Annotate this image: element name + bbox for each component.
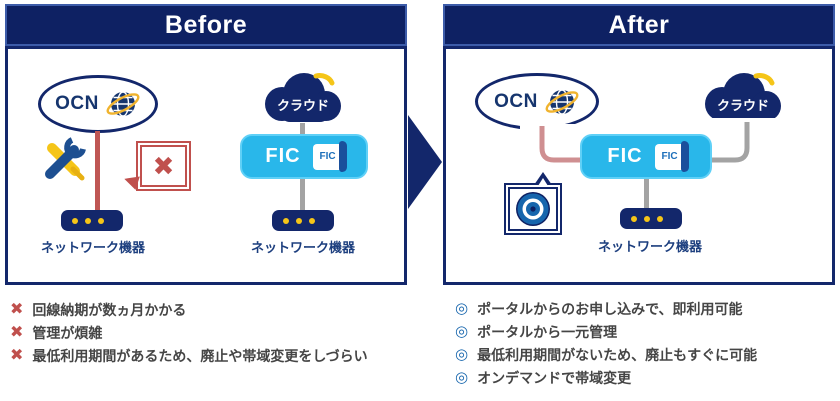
ocn-label: OCN xyxy=(494,90,538,112)
x-mark-icon: ✖ xyxy=(10,324,24,341)
ocn-label: OCN xyxy=(55,93,99,114)
fic-document-icon: FIC xyxy=(312,140,347,172)
device-led xyxy=(283,217,289,224)
error-bubble: ✖ xyxy=(122,141,191,191)
network-device xyxy=(620,208,682,229)
cloud-label: クラウド xyxy=(276,98,329,113)
x-mark-icon: ✖ xyxy=(10,347,24,364)
after-title: After xyxy=(608,10,670,39)
fic-device-link xyxy=(644,178,649,210)
error-bubble-frame: ✖ xyxy=(140,145,187,187)
device-led xyxy=(657,215,663,222)
globe-icon xyxy=(106,91,140,117)
after-panel: After OCN xyxy=(443,4,835,285)
benefit-item: ◎ ポータルからのお申し込みで、即利用可能 xyxy=(455,298,757,321)
cloud-node: クラウド xyxy=(696,68,790,126)
cloud-fic-link xyxy=(712,122,750,163)
after-header: After xyxy=(443,4,835,46)
tools-icon xyxy=(45,137,86,181)
double-circle-icon: ◎ xyxy=(455,369,469,386)
fic-device-link xyxy=(300,178,305,211)
benefit-text: 最低利用期間がないため、廃止もすぐに可能 xyxy=(477,347,758,363)
device-led xyxy=(644,215,650,222)
after-benefits-list: ◎ ポータルからのお申し込みで、即利用可能 ◎ ポータルから一元管理 ◎ 最低利… xyxy=(455,298,757,390)
device-led xyxy=(309,217,315,224)
ocn-fic-link xyxy=(539,126,583,163)
bubble-pointer xyxy=(538,178,548,186)
cloud-icon xyxy=(705,73,781,122)
legacy-line-connection xyxy=(95,131,100,212)
issue-text: 回線納期が数ヵ月かかる xyxy=(32,302,187,318)
issue-item: ✖ 回線納期が数ヵ月かかる xyxy=(10,299,368,322)
double-circle-icon: ◎ xyxy=(455,346,469,363)
device-led xyxy=(631,215,637,222)
portal-control-bubble xyxy=(504,172,562,235)
fic-document-fold xyxy=(680,140,689,172)
ocn-network-node: OCN xyxy=(38,75,158,133)
cloud-icon xyxy=(265,73,341,122)
before-title: Before xyxy=(164,10,248,39)
cloud-node: クラウド xyxy=(256,68,350,126)
fic-document-icon: FIC xyxy=(654,140,689,172)
benefit-item: ◎ ポータルから一元管理 xyxy=(455,321,757,344)
benefit-text: ポータルから一元管理 xyxy=(477,324,618,340)
ocn-network-node: OCN xyxy=(475,73,599,130)
double-circle-icon: ◎ xyxy=(455,300,469,317)
before-issues-list: ✖ 回線納期が数ヵ月かかる ✖ 管理が煩雑 ✖ 最低利用期間があるため、廃止や帯… xyxy=(10,299,368,368)
portal-control-bubble-frame xyxy=(508,187,558,231)
issue-text: 管理が煩雑 xyxy=(32,325,103,341)
x-mark-icon: ✖ xyxy=(10,301,24,318)
benefit-item: ◎ オンデマンドで帯域変更 xyxy=(455,367,757,390)
before-header: Before xyxy=(5,4,407,46)
issue-item: ✖ 管理が煩雑 xyxy=(10,322,368,345)
network-device-label: ネットワーク機器 xyxy=(597,239,702,254)
globe-icon xyxy=(545,88,579,115)
device-led xyxy=(98,217,104,224)
network-device-label: ネットワーク機器 xyxy=(250,240,355,255)
benefit-item: ◎ 最低利用期間がないため、廃止もすぐに可能 xyxy=(455,344,757,367)
benefit-text: ポータルからのお申し込みで、即利用可能 xyxy=(477,301,743,317)
before-panel: Before OCN xyxy=(5,4,407,285)
network-device xyxy=(272,210,334,231)
issue-text: 最低利用期間があるため、廃止や帯域変更をしづらい xyxy=(32,348,368,364)
device-led xyxy=(296,217,302,224)
device-led xyxy=(72,217,78,224)
target-dial-icon xyxy=(516,192,550,226)
device-led xyxy=(85,217,91,224)
fic-label: FIC xyxy=(265,145,301,167)
before-to-after-arrow-icon xyxy=(408,115,442,209)
fic-service-box: FIC FIC xyxy=(580,134,712,179)
double-circle-icon: ◎ xyxy=(455,323,469,340)
benefit-text: オンデマンドで帯域変更 xyxy=(477,370,632,386)
cloud-fic-link xyxy=(300,123,305,138)
fic-label: FIC xyxy=(607,145,643,167)
network-device-label: ネットワーク機器 xyxy=(40,240,145,255)
fic-document-fold xyxy=(338,140,347,172)
network-device xyxy=(61,210,123,231)
error-x-icon: ✖ xyxy=(152,151,175,181)
fic-service-box: FIC FIC xyxy=(240,134,368,179)
cloud-label: クラウド xyxy=(716,98,769,113)
issue-item: ✖ 最低利用期間があるため、廃止や帯域変更をしづらい xyxy=(10,345,368,368)
